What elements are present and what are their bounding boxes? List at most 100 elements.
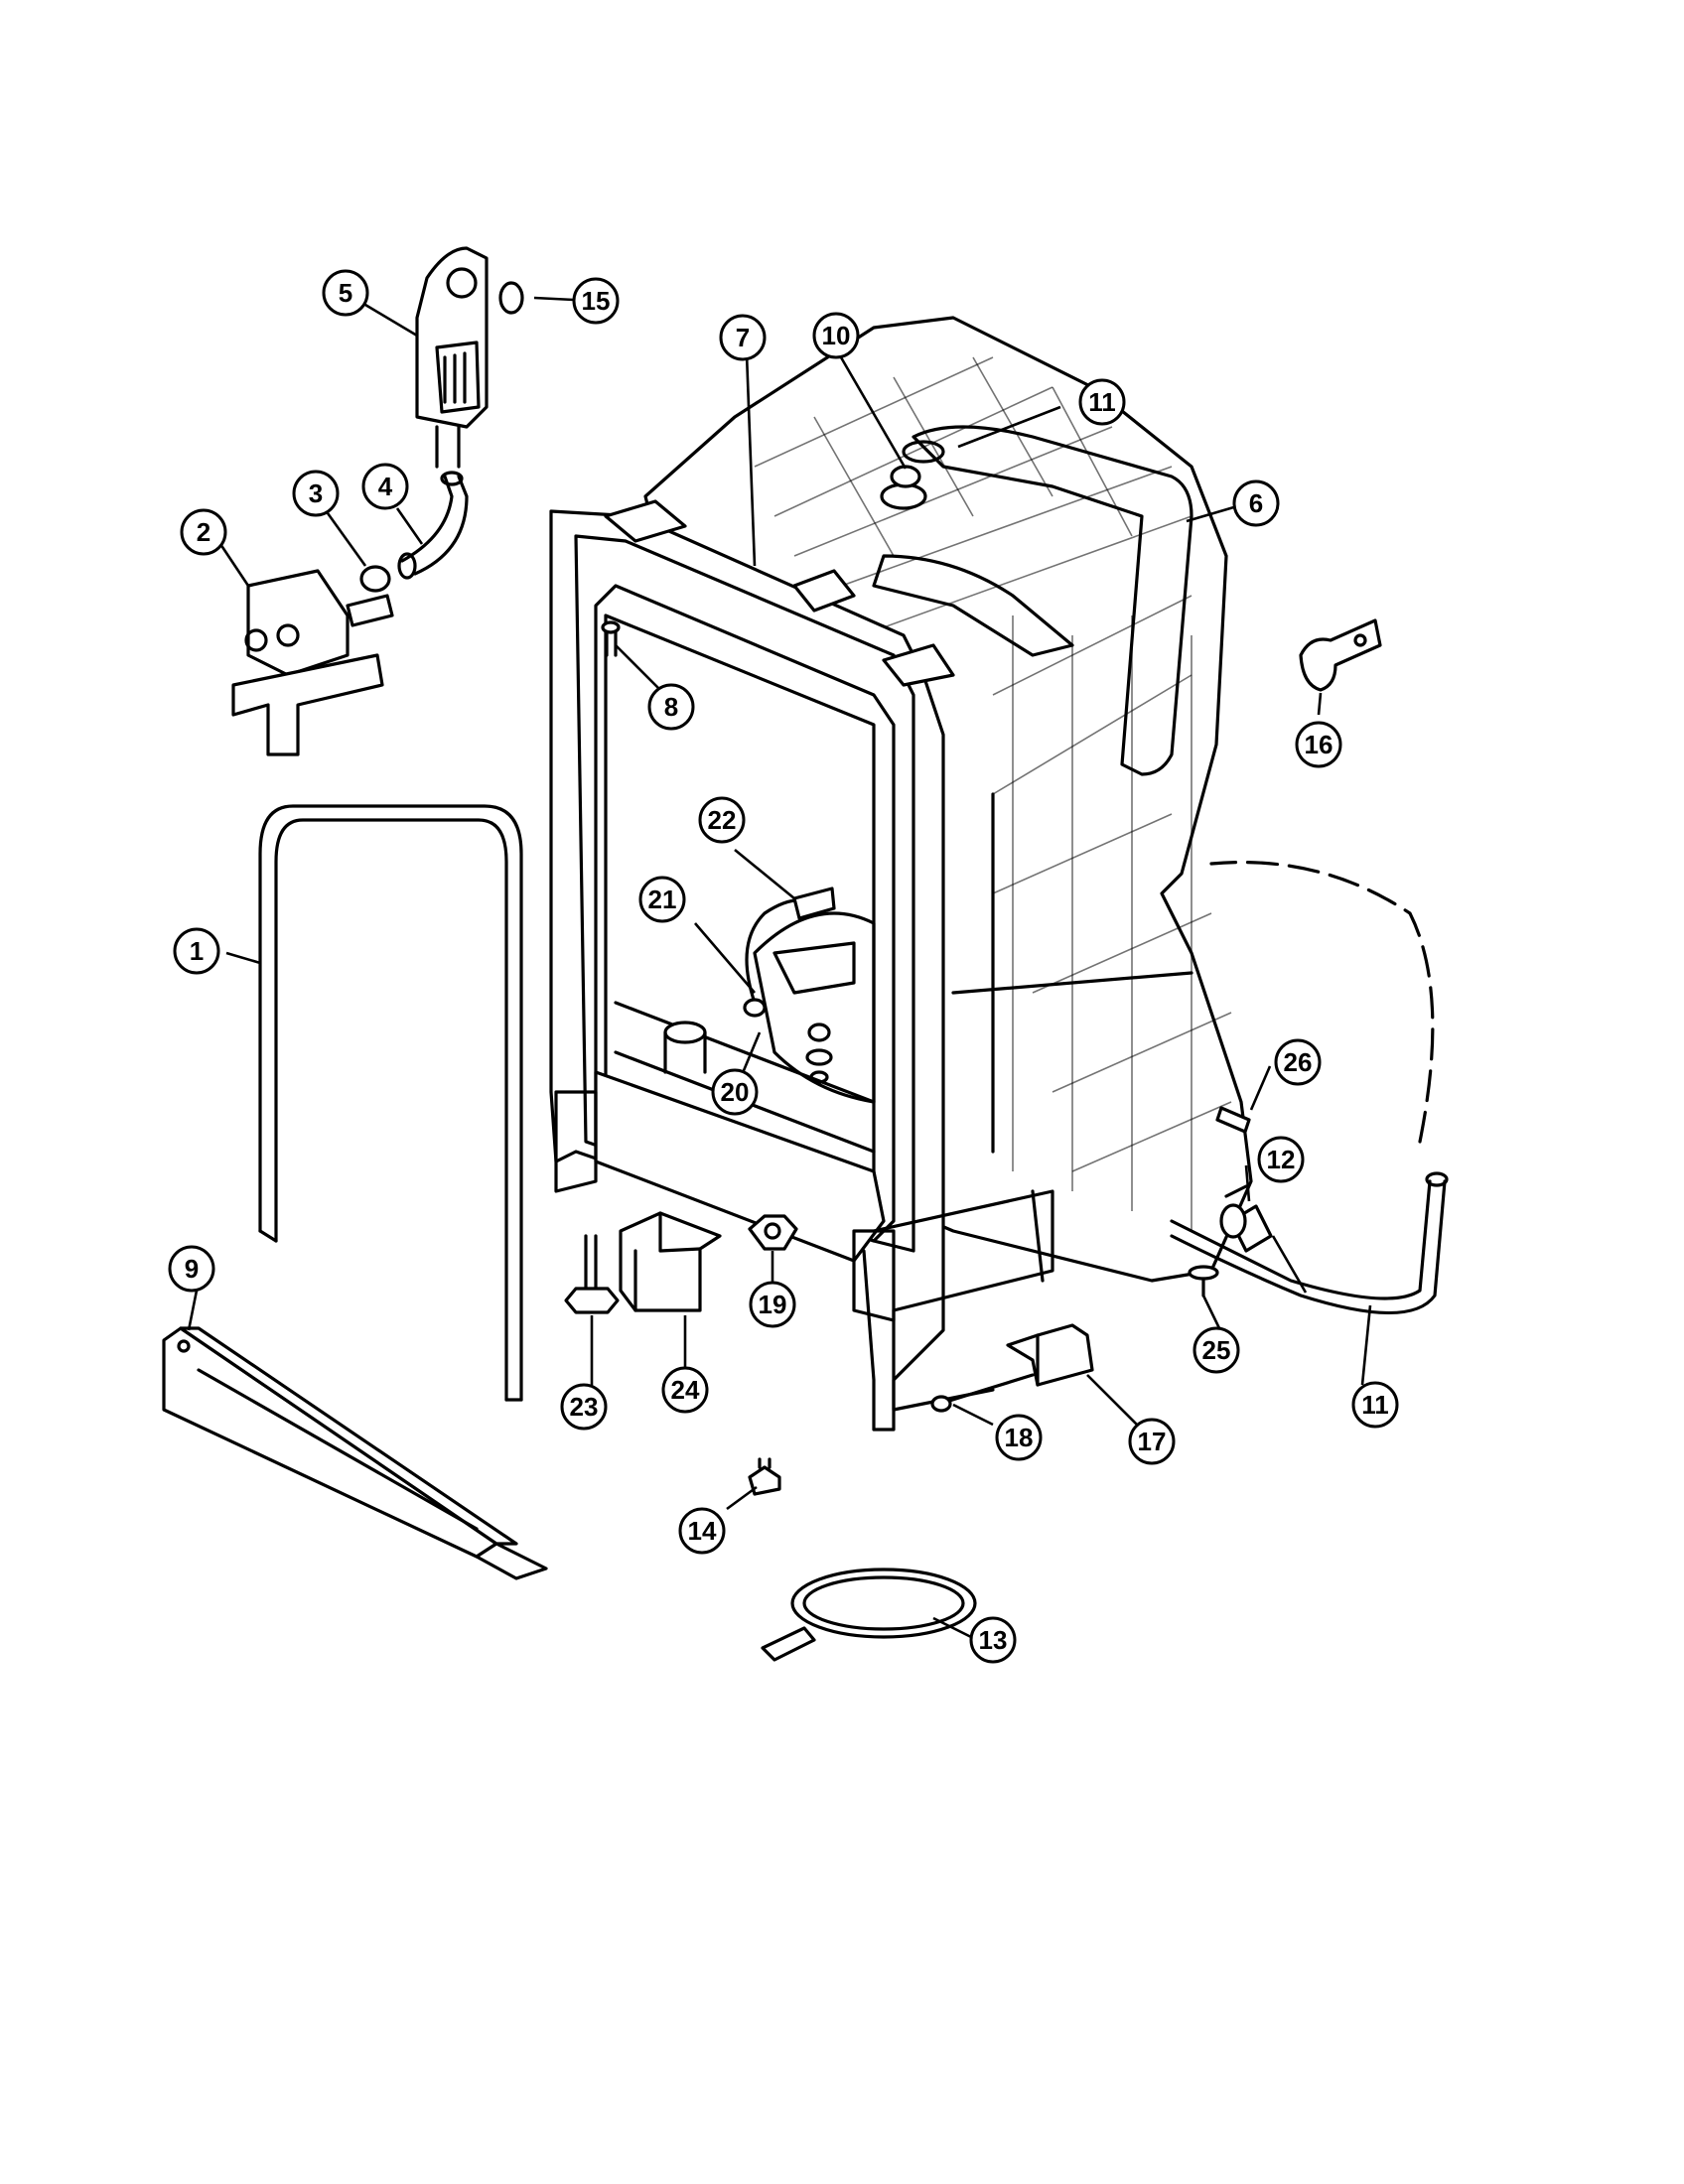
- callout-label: 22: [708, 805, 737, 835]
- callout-circle: [812, 312, 860, 359]
- callout-circle: [678, 1507, 726, 1555]
- callout-label: 12: [1267, 1145, 1296, 1174]
- hose-clip: [1299, 618, 1382, 692]
- callout-circle: [1232, 479, 1280, 527]
- callout-c18: 18: [995, 1414, 1043, 1461]
- callout-circle: [1351, 1381, 1399, 1429]
- callout-c20: 20: [711, 1068, 759, 1116]
- o-ring: [498, 281, 524, 315]
- callout-c10: 10: [812, 312, 860, 359]
- callout-label: 3: [309, 478, 323, 508]
- callout-label: 20: [721, 1077, 750, 1107]
- callout-label: 23: [570, 1392, 599, 1422]
- callout-c14: 14: [678, 1507, 726, 1555]
- frame-screw: [601, 620, 621, 657]
- callout-circle: [647, 683, 695, 731]
- callout-c16: 16: [1295, 721, 1342, 768]
- hose-clamp-12: [1219, 1184, 1248, 1239]
- callout-c17: 17: [1128, 1418, 1176, 1465]
- toe-panel: [162, 1326, 548, 1580]
- callout-c6: 6: [1232, 479, 1280, 527]
- water-valve: [231, 569, 394, 756]
- callout-label: 18: [1005, 1423, 1034, 1452]
- fill-hose: [397, 471, 469, 580]
- door-gasket: [258, 804, 523, 1402]
- callout-c7: 7: [719, 314, 767, 361]
- callout-label: 9: [185, 1254, 199, 1284]
- callout-circle: [698, 796, 746, 844]
- mounting-bracket: [1006, 1323, 1094, 1387]
- callout-circle: [572, 277, 620, 325]
- callout-c8: 8: [647, 683, 695, 731]
- callout-label: 2: [197, 517, 210, 547]
- clip: [1215, 1106, 1251, 1134]
- callout-circle: [1128, 1418, 1176, 1465]
- callout-circle: [1193, 1326, 1240, 1374]
- callout-circle: [173, 927, 220, 975]
- callout-c4: 4: [361, 463, 409, 510]
- callout-c3: 3: [292, 470, 340, 517]
- callout-c26: 26: [1274, 1038, 1322, 1086]
- drain-nut: [748, 1214, 798, 1251]
- callout-label: 25: [1202, 1335, 1231, 1365]
- callout-circle: [180, 508, 227, 556]
- mounting-screw: [930, 1373, 1035, 1413]
- callout-c24: 24: [661, 1366, 709, 1414]
- callout-circle: [711, 1068, 759, 1116]
- callout-label: 4: [378, 472, 393, 501]
- thermostat: [748, 1457, 781, 1496]
- callout-c25: 25: [1193, 1326, 1240, 1374]
- callout-c9: 9: [168, 1245, 215, 1293]
- inlet-fitting: [890, 465, 921, 488]
- callout-c1: 1: [173, 927, 220, 975]
- callout-c12: 12: [1257, 1136, 1305, 1183]
- callout-label: 8: [664, 692, 678, 722]
- callout-label: 13: [979, 1625, 1008, 1655]
- callout-circle: [638, 876, 686, 923]
- callout-circle: [1295, 721, 1342, 768]
- callout-c22: 22: [698, 796, 746, 844]
- callout-label: 11: [1361, 1390, 1389, 1420]
- callout-label: 17: [1138, 1427, 1167, 1456]
- callout-c5: 5: [322, 269, 369, 317]
- callout-circle: [1257, 1136, 1305, 1183]
- callout-circle: [292, 470, 340, 517]
- callout-label: 5: [339, 278, 352, 308]
- heating-element: [761, 1568, 977, 1662]
- callout-circle: [995, 1414, 1043, 1461]
- callout-c15: 15: [572, 277, 620, 325]
- callout-label: 7: [736, 323, 750, 352]
- callout-c19: 19: [749, 1281, 796, 1328]
- callout-circle: [661, 1366, 709, 1414]
- plug: [1188, 1265, 1219, 1297]
- callout-label: 26: [1284, 1047, 1313, 1077]
- callout-c13: 13: [969, 1616, 1017, 1664]
- callout-circle: [560, 1383, 608, 1431]
- leader-lines: [187, 296, 1372, 1640]
- callout-circle: [1274, 1038, 1322, 1086]
- callout-label: 16: [1305, 730, 1333, 759]
- callout-label: 21: [648, 885, 677, 914]
- callout-label: 1: [190, 936, 204, 966]
- junction-box: [619, 1211, 722, 1312]
- callout-circle: [1078, 378, 1126, 426]
- callout-c21: 21: [638, 876, 686, 923]
- callout-circle: [969, 1616, 1017, 1664]
- vent-funnel: [415, 246, 489, 469]
- callout-label: 19: [759, 1290, 787, 1319]
- callout-c11a: 11: [1078, 378, 1126, 426]
- leveling-leg: [564, 1234, 620, 1314]
- callout-circle: [749, 1281, 796, 1328]
- callout-c23: 23: [560, 1383, 608, 1431]
- wiring: [743, 887, 836, 1084]
- callout-circle: [168, 1245, 215, 1293]
- callout-circle: [322, 269, 369, 317]
- drain-hose: [1170, 860, 1449, 1314]
- callout-circle: [361, 463, 409, 510]
- callout-circle: [719, 314, 767, 361]
- callout-label: 14: [688, 1516, 717, 1546]
- callout-label: 10: [822, 321, 851, 350]
- callout-label: 15: [582, 286, 611, 316]
